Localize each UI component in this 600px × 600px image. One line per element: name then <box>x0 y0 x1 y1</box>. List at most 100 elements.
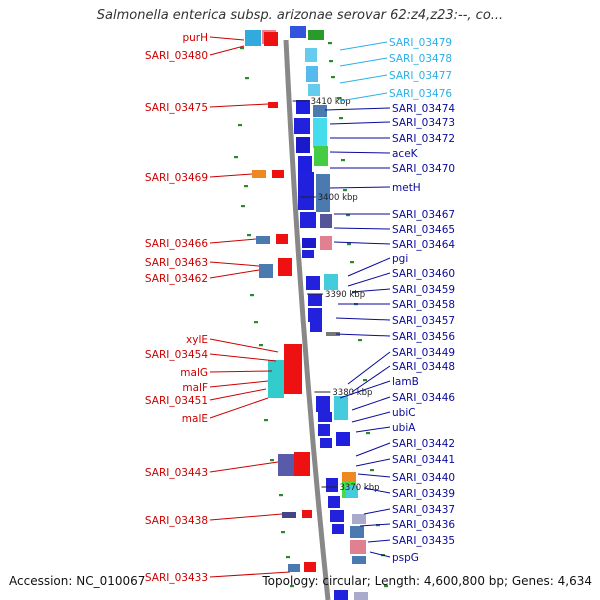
gene-feature <box>308 30 324 40</box>
gene-feature <box>350 526 364 538</box>
tick-mark <box>347 243 351 246</box>
leader-line <box>333 241 391 245</box>
left-gene-label: SARI_03469 <box>145 172 208 184</box>
right-gene-label: SARI_03458 <box>392 299 455 311</box>
right-gene-label: ubiC <box>392 407 416 419</box>
right-gene-label: SARI_03464 <box>392 239 455 251</box>
leader-line <box>351 365 391 393</box>
right-gene-label: lamB <box>392 376 419 388</box>
map-title: Salmonella enterica subsp. arizonae sero… <box>96 8 504 23</box>
kbp-label: 3390 kbp <box>325 290 365 300</box>
left-gene-label: SARI_03466 <box>145 238 208 250</box>
tick-mark <box>370 469 374 472</box>
right-gene-label: aceK <box>392 148 419 160</box>
right-gene-label: SARI_03449 <box>392 347 455 359</box>
gene-feature <box>294 118 310 134</box>
left-gene-label: SARI_03475 <box>145 102 208 114</box>
gene-feature <box>252 170 266 178</box>
gene-feature <box>318 424 330 436</box>
tick-mark <box>234 156 238 159</box>
tick-mark <box>339 117 343 120</box>
leader-line <box>355 458 391 467</box>
right-gene-label: SARI_03478 <box>389 53 452 65</box>
leader-line <box>209 261 260 267</box>
gene-feature <box>278 454 294 476</box>
gene-feature <box>326 332 340 336</box>
tick-mark <box>366 432 370 435</box>
gene-feature <box>294 452 310 476</box>
gene-feature <box>284 344 302 394</box>
leader-line <box>209 353 277 362</box>
gene-feature <box>354 592 368 600</box>
gene-feature <box>296 137 310 153</box>
leader-line <box>347 257 391 277</box>
leader-line <box>209 513 283 521</box>
gene-feature <box>306 66 318 82</box>
gene-feature <box>310 322 322 332</box>
tick-mark <box>270 459 274 462</box>
leader-line <box>339 92 388 102</box>
gene-feature <box>268 360 284 398</box>
right-gene-label: pspG <box>392 552 419 564</box>
gene-feature <box>324 274 338 290</box>
gene-feature <box>316 396 330 412</box>
gene-feature <box>276 234 288 244</box>
left-gene-label: malF <box>182 382 208 394</box>
tick-mark <box>245 77 249 80</box>
right-gene-label: SARI_03456 <box>392 331 455 343</box>
gene-feature <box>256 236 270 244</box>
leader-line <box>209 388 267 401</box>
leader-line <box>347 351 391 385</box>
tick-mark <box>341 159 345 162</box>
right-gene-label: SARI_03448 <box>392 361 455 373</box>
tick-mark <box>238 124 242 127</box>
gene-feature <box>326 478 338 492</box>
tick-mark <box>286 556 290 559</box>
left-gene-label: SARI_03451 <box>145 395 208 407</box>
leader-line <box>335 333 391 337</box>
left-gene-label: malE <box>182 413 208 425</box>
gene-feature <box>305 48 317 62</box>
right-gene-label: SARI_03446 <box>392 392 455 404</box>
leader-line <box>367 539 391 543</box>
right-gene-label: pgi <box>392 253 408 265</box>
tick-mark <box>254 321 258 324</box>
gene-feature <box>314 146 328 166</box>
gene-feature <box>259 264 273 278</box>
gene-feature <box>318 412 332 422</box>
gene-feature <box>313 118 327 148</box>
leader-line <box>347 272 391 287</box>
right-gene-label: SARI_03439 <box>392 488 455 500</box>
right-gene-label: SARI_03477 <box>389 70 452 82</box>
leader-line <box>329 121 391 125</box>
tick-mark <box>363 379 367 382</box>
leader-line <box>363 487 391 494</box>
tick-mark <box>244 185 248 188</box>
gene-feature <box>328 496 340 508</box>
left-gene-label: SARI_03433 <box>145 572 208 584</box>
gene-feature <box>300 212 316 228</box>
gene-feature <box>272 170 284 178</box>
gene-feature <box>320 438 332 448</box>
right-gene-label: SARI_03472 <box>392 133 455 145</box>
leader-line <box>355 426 391 433</box>
gene-feature <box>330 510 344 522</box>
gene-feature <box>346 486 358 498</box>
right-gene-label: SARI_03437 <box>392 504 455 516</box>
leader-line <box>324 107 391 111</box>
leader-line <box>339 74 388 84</box>
tick-mark <box>250 294 254 297</box>
leader-line <box>209 238 257 244</box>
left-gene-label: SARI_03454 <box>145 349 208 361</box>
gene-feature <box>332 524 344 534</box>
leader-line <box>209 370 273 373</box>
right-gene-label: SARI_03442 <box>392 438 455 450</box>
gene-feature <box>308 308 322 322</box>
leader-line <box>339 41 388 51</box>
leader-line <box>209 103 269 108</box>
left-gene-label: xylE <box>186 334 208 346</box>
right-gene-label: SARI_03474 <box>392 103 455 115</box>
tick-mark <box>358 339 362 342</box>
right-gene-label: ubiA <box>392 422 416 434</box>
